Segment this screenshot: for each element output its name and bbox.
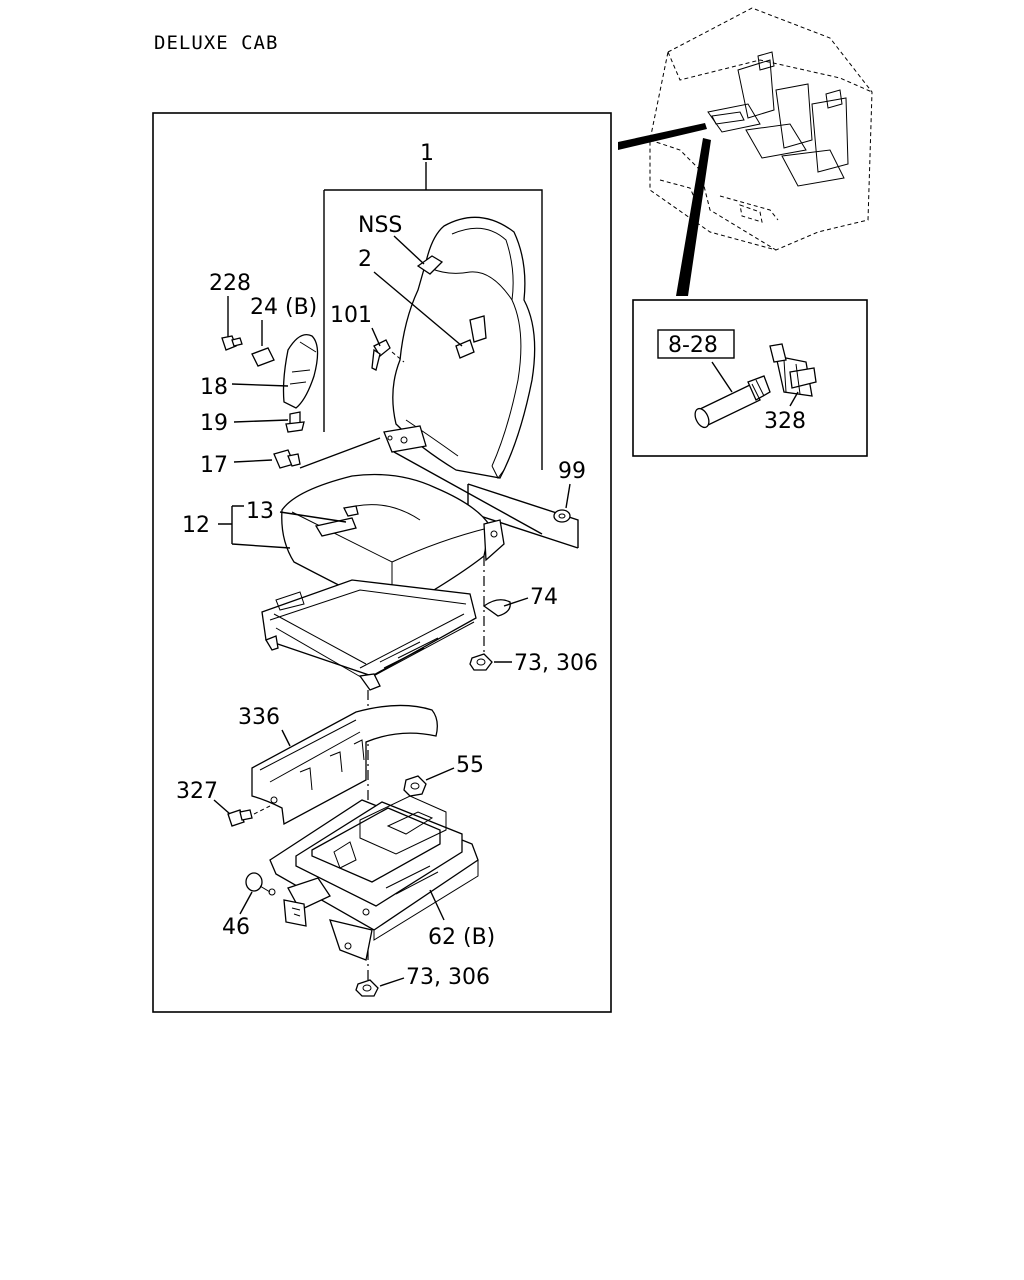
lock-mechanism <box>245 872 331 927</box>
inset-part-box <box>657 329 735 359</box>
cover-336 <box>251 704 438 826</box>
label-99: 99 <box>558 459 586 484</box>
label-74: 74 <box>530 585 558 610</box>
label-nss: NSS <box>358 213 402 238</box>
nut-73-lower <box>355 979 379 997</box>
bolt-17 <box>273 449 301 469</box>
handle-101 <box>371 339 405 371</box>
main-frame <box>152 112 612 1013</box>
label-228: 228 <box>209 271 251 296</box>
bolt-19 <box>285 411 305 433</box>
label-12: 12 <box>182 513 210 538</box>
label-46: 46 <box>222 915 250 940</box>
label-1: 1 <box>420 141 434 166</box>
seat-cushion <box>281 473 505 613</box>
label-62b: 62 (B) <box>428 925 495 950</box>
seat-slide-frame <box>261 579 511 691</box>
label-13: 13 <box>246 499 274 524</box>
washer-99 <box>553 509 571 523</box>
page-title: DELUXE CAB <box>154 32 278 54</box>
nut-73-upper <box>469 653 493 671</box>
cab-illustration <box>618 7 873 296</box>
label-101: 101 <box>330 303 372 328</box>
label-327: 327 <box>176 779 218 804</box>
label-17: 17 <box>200 453 228 478</box>
label-8-28: 8-28 <box>668 333 718 358</box>
label-24b: 24 (B) <box>250 295 317 320</box>
seat-back <box>383 216 536 479</box>
lighter-part <box>694 361 771 429</box>
label-19: 19 <box>200 411 228 436</box>
inset-frame <box>632 299 868 457</box>
screw-327 <box>227 809 253 827</box>
label-2: 2 <box>358 247 372 272</box>
cover-18 <box>282 333 319 409</box>
label-73-306-lower: 73, 306 <box>406 965 490 990</box>
label-328: 328 <box>764 409 806 434</box>
label-336: 336 <box>238 705 280 730</box>
label-55: 55 <box>456 753 484 778</box>
clip-24b <box>251 347 275 367</box>
screw-228 <box>221 335 243 351</box>
socket-part <box>769 343 817 407</box>
label-73-306-upper: 73, 306 <box>514 651 598 676</box>
nut-55 <box>403 775 427 797</box>
label-18: 18 <box>200 375 228 400</box>
